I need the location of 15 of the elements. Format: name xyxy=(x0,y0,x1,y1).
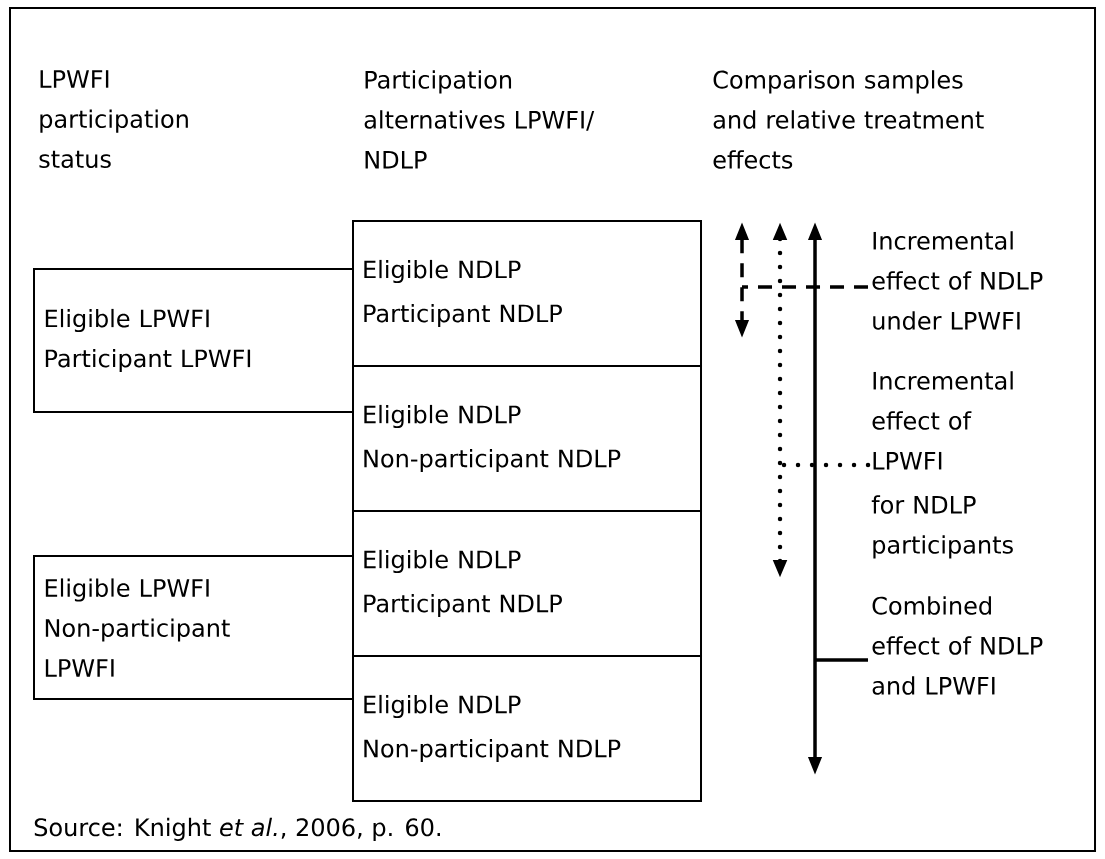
category-box: Eligible NDLP Non-participant NDLP xyxy=(352,655,702,802)
effect-text: Incremental effect of LPWFI for NDLP participants xyxy=(871,371,1013,559)
effect-text: Combined effect of NDLP and LPWFI xyxy=(872,596,1043,695)
column-heading: Participation alternatives LPWFI/ NDLP xyxy=(364,70,595,169)
category-box: Eligible LPWFI Participant LPWFI xyxy=(33,268,354,413)
category-box: Eligible NDLP Non-participant NDLP xyxy=(352,365,702,512)
category-box: Eligible NDLP Participant NDLP xyxy=(352,510,702,657)
leader-line xyxy=(815,658,868,662)
category-box: Eligible NDLP Participant NDLP xyxy=(352,220,702,367)
column-heading: Comparison samples and relative treatment effects xyxy=(713,70,984,169)
caption: Source: Knight et al., 2006, p. 60. xyxy=(34,817,440,841)
effect-text: Incremental effect of NDLP under LPWFI xyxy=(872,231,1043,330)
category-box: Eligible LPWFI Non-participant LPWFI xyxy=(33,555,354,700)
column-heading: LPWFI participation status xyxy=(39,70,188,169)
leader-line xyxy=(742,285,868,289)
